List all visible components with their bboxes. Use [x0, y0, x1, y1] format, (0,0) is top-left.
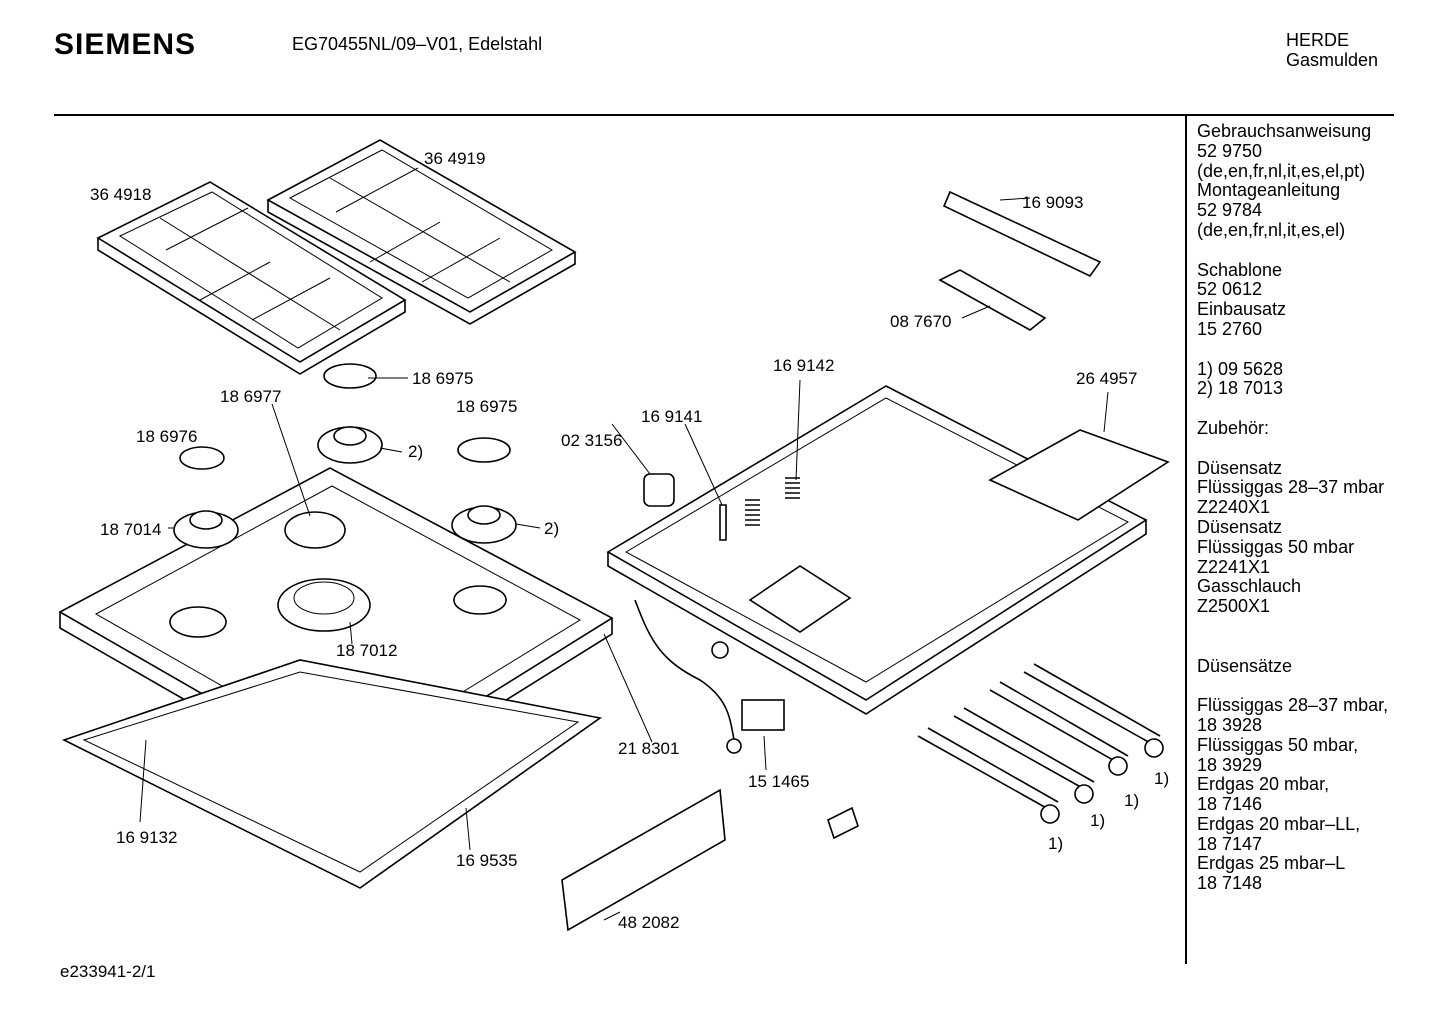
part-label: 18 7014: [100, 520, 161, 539]
part-label: 16 9141: [641, 407, 702, 426]
subcategory-label: Gasmulden: [1286, 50, 1379, 70]
side-panel-line: Z2241X1: [1197, 556, 1271, 577]
side-panel-line: Erdgas 20 mbar–LL,: [1197, 813, 1361, 834]
side-panel-line: Zubehör:: [1197, 417, 1270, 438]
part-label: 18 6976: [136, 427, 197, 446]
side-panel-line: Flüssiggas 28–37 mbar,: [1197, 695, 1389, 716]
note-label: 1): [1154, 769, 1169, 788]
side-panel-line: 52 9784: [1197, 200, 1263, 221]
base-pan: [606, 385, 1148, 715]
pan-support-right: [266, 139, 577, 325]
category-label: HERDE: [1286, 30, 1350, 50]
side-panel-line: Montageanleitung: [1197, 180, 1341, 201]
side-panel-line: 18 7146: [1197, 794, 1263, 815]
part-label: 16 9142: [773, 356, 834, 375]
side-panel-line: Flüssiggas 28–37 mbar: [1197, 477, 1385, 498]
part-label: 18 6975: [456, 397, 517, 416]
side-panel-line: Flüssiggas 50 mbar,: [1197, 734, 1359, 755]
side-panel-line: (de,en,fr,nl,it,es,el,pt): [1197, 160, 1366, 181]
side-panel-line: Z2500X1: [1197, 596, 1271, 617]
side-panel-line: 18 3928: [1197, 714, 1263, 735]
part-label: 15 1465: [748, 772, 809, 791]
small-parts: [561, 190, 1102, 932]
side-panel-line: (de,en,fr,nl,it,es,el): [1197, 219, 1346, 240]
part-label: 48 2082: [618, 913, 679, 932]
header-divider: [54, 114, 1394, 116]
part-label: 16 9132: [116, 828, 177, 847]
side-panel-line: 15 2760: [1197, 318, 1263, 339]
part-label: 18 7012: [336, 641, 397, 660]
side-panel-line: Schablone: [1197, 259, 1283, 280]
seal-frame: [61, 659, 602, 889]
note-label: 1): [1124, 791, 1139, 810]
footer-code: e233941-2/1: [60, 962, 156, 981]
part-label: 18 6975: [412, 369, 473, 388]
side-panel-line: Düsensatz: [1197, 457, 1283, 478]
part-label: 21 8301: [618, 739, 679, 758]
side-panel-line: Flüssiggas 50 mbar: [1197, 536, 1355, 557]
side-panel-line: Gebrauchsanweisung: [1197, 121, 1372, 141]
side-panel-line: Düsensatz: [1197, 516, 1283, 537]
note-label: 1): [1048, 834, 1063, 853]
part-label: 16 9093: [1022, 193, 1083, 212]
part-label: 16 9535: [456, 851, 517, 870]
side-panel-line: Einbausatz: [1197, 299, 1287, 320]
side-panel-line: Gasschlauch: [1197, 576, 1302, 597]
side-panel-line: 52 9750: [1197, 140, 1263, 161]
part-label: 36 4919: [424, 149, 485, 168]
model-title: EG70455NL/09–V01, Edelstahl: [292, 34, 543, 54]
part-label: 36 4918: [90, 185, 151, 204]
injector-nozzles: [917, 663, 1164, 824]
side-panel-line: Düsensätze: [1197, 655, 1293, 676]
side-panel-line: Erdgas 20 mbar,: [1197, 774, 1330, 795]
side-panel-line: 18 3929: [1197, 754, 1263, 775]
part-label: 26 4957: [1076, 369, 1137, 388]
side-panel-line: 52 0612: [1197, 279, 1263, 300]
side-panel-line: 18 7148: [1197, 873, 1263, 894]
side-panel-line: 1) 09 5628: [1197, 358, 1284, 379]
note-label: 2): [544, 519, 559, 538]
note-label: 2): [408, 442, 423, 461]
part-label: 18 6977: [220, 387, 281, 406]
burner-cap: [179, 363, 511, 470]
note-label: 1): [1090, 811, 1105, 830]
side-panel-line: Z2240X1: [1197, 497, 1271, 518]
leader-lines: [139, 197, 1109, 921]
side-panel-line: Erdgas 25 mbar–L: [1197, 853, 1346, 874]
part-label: 08 7670: [890, 312, 951, 331]
side-divider: [1185, 116, 1187, 964]
part-label: 02 3156: [561, 431, 622, 450]
brand-logo: SIEMENS: [54, 28, 197, 61]
template-sheet: [988, 429, 1170, 521]
side-panel-line: 2) 18 7013: [1197, 378, 1284, 399]
side-panel-line: 18 7147: [1197, 833, 1263, 854]
pan-support-left: [96, 181, 407, 375]
